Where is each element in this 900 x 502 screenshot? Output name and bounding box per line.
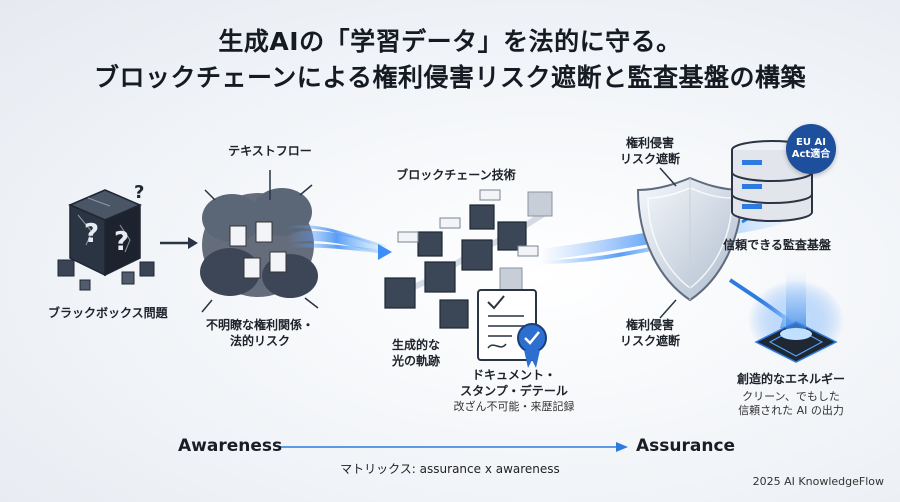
audit-label: 信頼できる監査基盤 [723, 238, 831, 252]
unclear-label: 不明瞭な権利関係・法的リスク [205, 318, 314, 348]
title-line-2: ブロックチェーンによる権利侵害リスク遮断と監査基盤の構築 [93, 63, 806, 92]
cloud-icon [200, 184, 319, 313]
blackbox-icon: ? ? ? [57, 182, 155, 291]
energy-sub-label: クリーン、でもした信頼された AI の出力 [738, 390, 844, 418]
energy-icon [748, 270, 844, 363]
svg-text:?: ? [84, 219, 99, 249]
blockchain-icon [384, 189, 553, 329]
document-label: ドキュメント・スタンプ・デテール [460, 368, 568, 398]
shield-top-label: 権利侵害リスク遮断 [619, 136, 680, 166]
text-flow-label: テキストフロー [228, 144, 312, 158]
awareness-label: Awareness [178, 436, 283, 456]
shield-bottom-label: 権利侵害リスク遮断 [619, 318, 680, 348]
matrix-caption: マトリックス: assurance x awareness [340, 462, 560, 476]
svg-text:?: ? [114, 227, 129, 257]
light-label: 生成的な光の軌跡 [391, 338, 440, 368]
credit-text: 2025 AI KnowledgeFlow [752, 475, 884, 488]
blackbox-label: ブラックボックス問題 [48, 306, 168, 320]
data-stream [285, 225, 392, 260]
document-sub-label: 改ざん不可能・来歴記録 [453, 400, 575, 413]
energy-label: 創造的なエネルギー [736, 372, 845, 386]
title-line-1: 生成AIの「学習データ」を法的に守る。 [218, 27, 682, 56]
blockchain-label: ブロックチェーン技術 [396, 168, 516, 182]
shield-icon [636, 176, 744, 302]
svg-text:?: ? [134, 182, 144, 203]
document-icon [477, 289, 547, 368]
assurance-label: Assurance [636, 436, 736, 456]
